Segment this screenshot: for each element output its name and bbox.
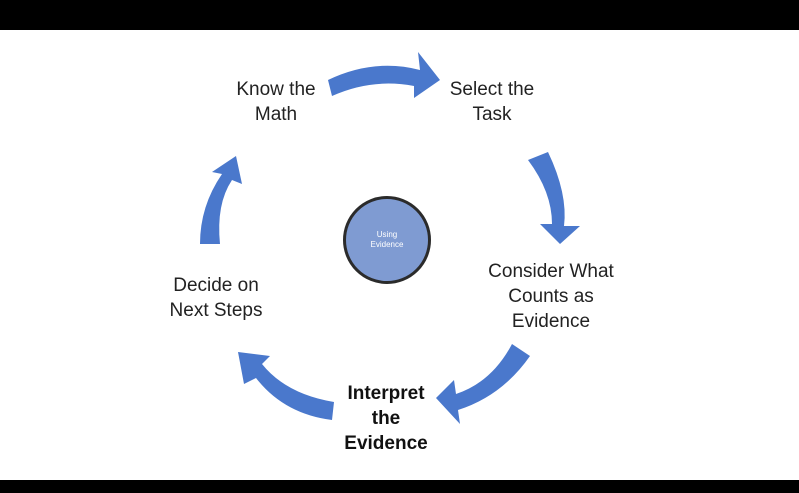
step-decide-on-next-steps: Decide on Next Steps bbox=[169, 275, 263, 321]
center-label: Using Evidence bbox=[370, 230, 404, 249]
arrow-select-to-consider bbox=[528, 152, 580, 244]
center-circle: Using Evidence bbox=[343, 196, 431, 284]
step-interpret-the-evidence: Interpret the Evidence bbox=[344, 383, 428, 454]
step-select-the-task: Select the Task bbox=[449, 79, 535, 125]
arrow-know-to-select bbox=[328, 52, 440, 98]
arrow-consider-to-interpret bbox=[436, 344, 530, 424]
arrow-decide-to-know bbox=[200, 156, 242, 244]
step-consider-what-counts: Consider What Counts as Evidence bbox=[488, 261, 614, 332]
arrow-interpret-to-decide bbox=[238, 352, 334, 420]
step-know-the-math: Know the Math bbox=[236, 79, 316, 125]
